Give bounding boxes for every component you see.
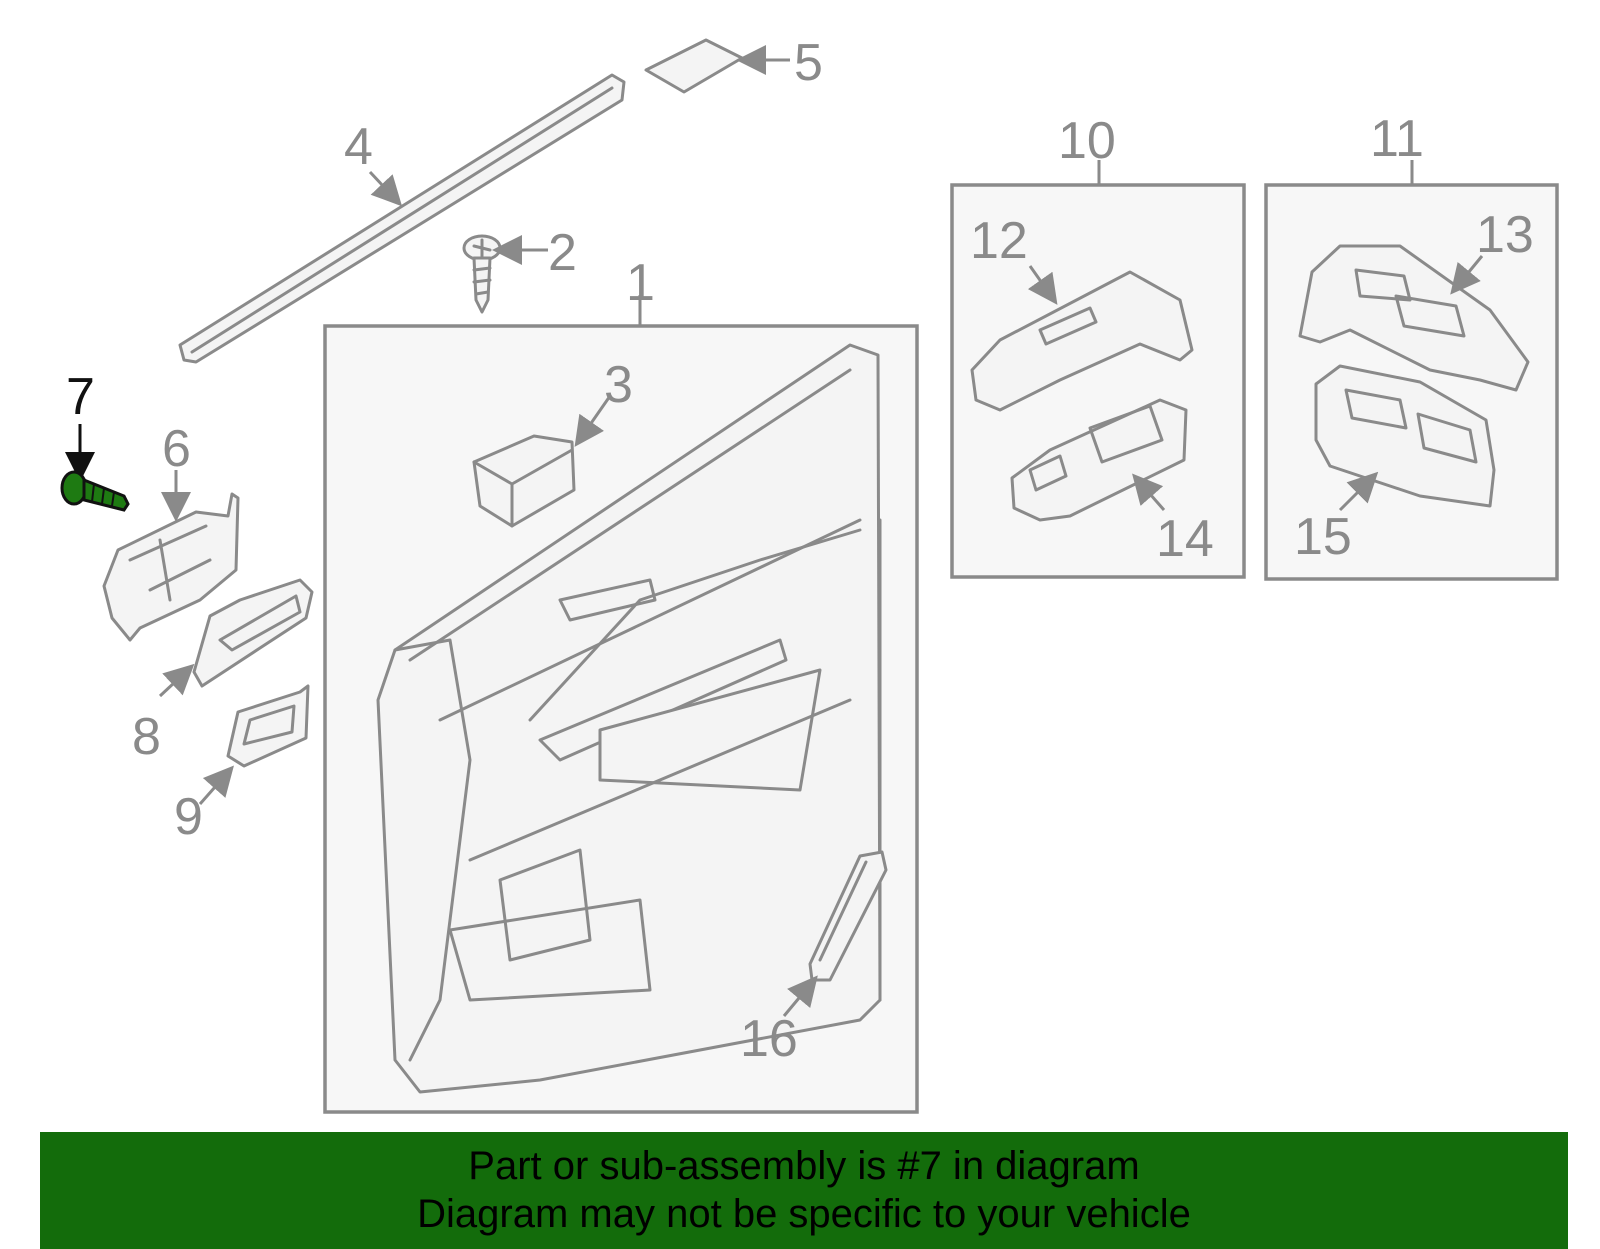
callout-6[interactable]: 6 <box>162 420 191 478</box>
part-6-bracket[interactable] <box>102 470 240 642</box>
callout-4[interactable]: 4 <box>344 118 373 176</box>
banner-line-disclaimer: Diagram may not be specific to your vehi… <box>417 1192 1191 1236</box>
callout-9[interactable]: 9 <box>174 788 203 846</box>
callout-12[interactable]: 12 <box>970 212 1028 270</box>
part-13-switch-bezel[interactable] <box>1298 244 1530 392</box>
part-2-screw[interactable] <box>462 234 548 314</box>
banner-line-part: Part or sub-assembly is #7 in diagram <box>468 1144 1140 1188</box>
part-16-trim-strip[interactable] <box>782 850 888 1017</box>
callout-15[interactable]: 15 <box>1294 508 1352 566</box>
callout-7[interactable]: 7 <box>66 368 95 426</box>
callout-8[interactable]: 8 <box>132 708 161 766</box>
callout-11[interactable]: 11 <box>1370 110 1424 168</box>
callout-3[interactable]: 3 <box>604 356 633 414</box>
part-8-handle-housing[interactable] <box>158 578 314 698</box>
callout-1[interactable]: 1 <box>626 254 655 312</box>
part-10-switch-assembly-box[interactable] <box>950 160 1246 579</box>
part-3-clip[interactable] <box>472 395 612 528</box>
part-5-pad[interactable] <box>644 38 790 94</box>
callout-13[interactable]: 13 <box>1476 206 1534 264</box>
part-1-door-trim-panel[interactable] <box>323 295 919 1114</box>
info-banner: Part or sub-assembly is #7 in diagram Di… <box>40 1132 1568 1249</box>
part-12-switch-bezel[interactable] <box>970 265 1194 412</box>
part-15-window-switch[interactable] <box>1314 364 1496 512</box>
callout-16[interactable]: 16 <box>740 1010 798 1068</box>
part-9-bezel[interactable] <box>198 684 310 805</box>
callout-2[interactable]: 2 <box>548 224 577 282</box>
callout-10[interactable]: 10 <box>1058 112 1116 170</box>
part-4-belt-moulding[interactable] <box>178 73 626 364</box>
part-7-bolt[interactable] <box>60 424 130 512</box>
part-14-window-switch[interactable] <box>1010 398 1188 522</box>
callout-14[interactable]: 14 <box>1156 510 1214 568</box>
part-11-switch-assembly-box[interactable] <box>1264 160 1559 581</box>
callout-5[interactable]: 5 <box>794 34 823 92</box>
